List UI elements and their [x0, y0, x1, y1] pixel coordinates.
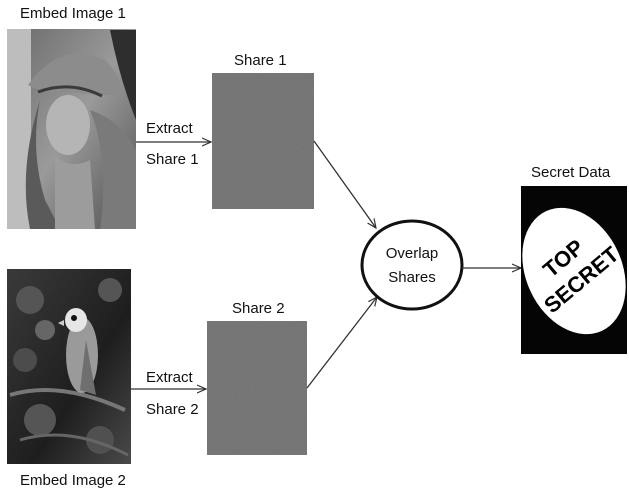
extract-share-2-label-line1: Extract — [146, 369, 194, 386]
embed-image-2-label: Embed Image 2 — [20, 472, 126, 489]
extract-share-1-label-line1: Extract — [146, 120, 194, 137]
embed-image-1 — [7, 29, 136, 229]
share-2-title: Share 2 — [232, 300, 285, 317]
share-1-title: Share 1 — [234, 52, 287, 69]
secret-data-label: Secret Data — [531, 164, 611, 181]
extract-share-2-label-line2: Share 2 — [146, 401, 199, 418]
share-1-to-overlap-arrow — [313, 140, 376, 228]
share-2-image — [207, 321, 307, 455]
secret-data-image: TOP SECRET — [521, 186, 627, 354]
embed-image-2 — [7, 269, 131, 464]
overlap-shares-line2: Shares — [388, 269, 436, 286]
embed-image-1-label: Embed Image 1 — [20, 5, 126, 22]
share-1-image — [212, 73, 314, 209]
extract-share-1-label-line2: Share 1 — [146, 151, 199, 168]
share-2-to-overlap-arrow — [306, 297, 377, 389]
overlap-shares-node: Overlap Shares — [360, 219, 464, 311]
overlap-shares-line1: Overlap — [386, 245, 439, 262]
